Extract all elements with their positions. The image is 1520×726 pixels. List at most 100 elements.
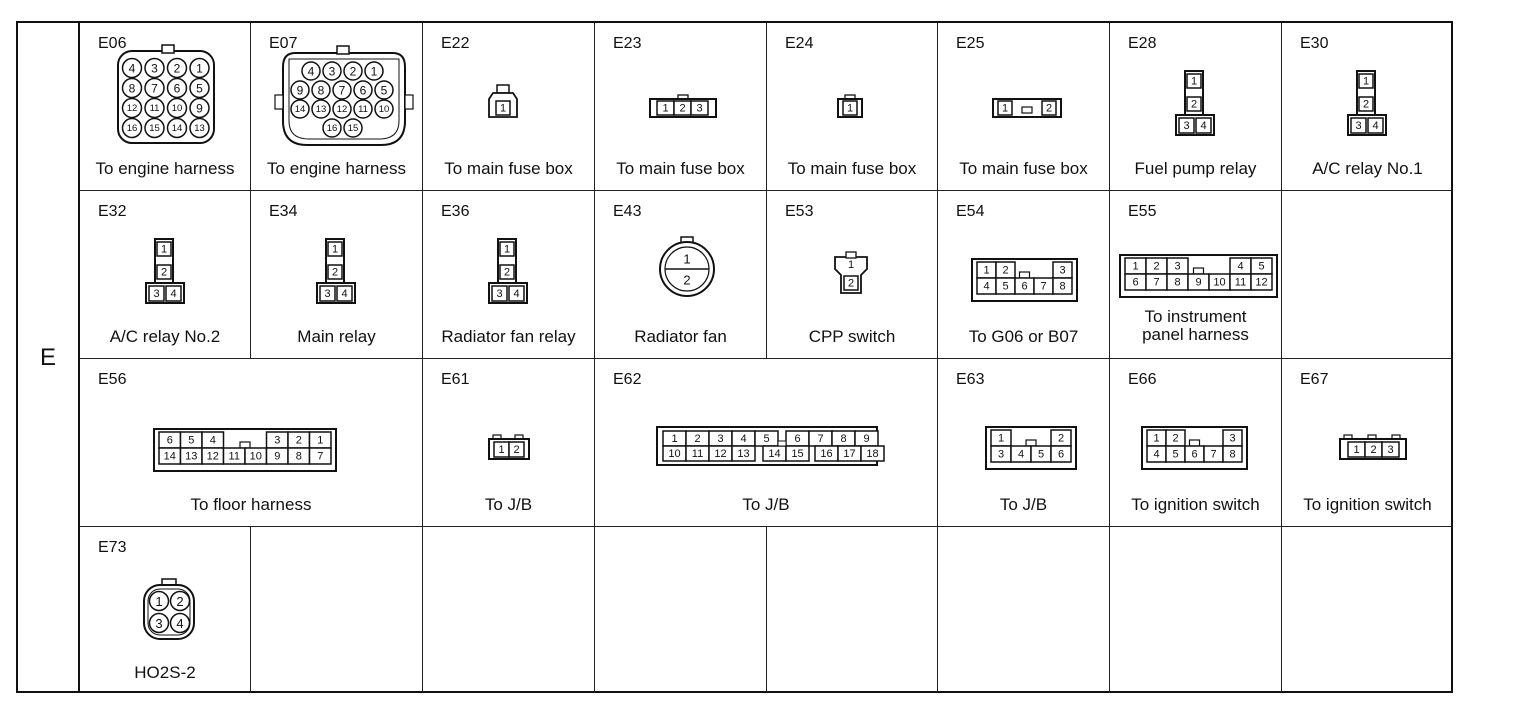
pin-number: 1 <box>332 244 338 256</box>
pin-number: 4 <box>1018 449 1024 461</box>
pin-number: 8 <box>296 451 302 463</box>
pin-cavity <box>189 117 210 139</box>
pin-cavity <box>121 117 143 139</box>
connector-label-line: To instrument <box>1144 307 1247 326</box>
pin-number: 1 <box>371 65 378 79</box>
pin-number: 13 <box>194 123 205 134</box>
pin-number: 10 <box>379 104 390 115</box>
pin-cavity <box>1186 96 1202 112</box>
pin-cavity <box>1178 117 1195 134</box>
pin-number: 5 <box>381 84 388 98</box>
pin-number: 13 <box>185 451 197 463</box>
pin-number: 1 <box>155 594 162 609</box>
pin-number: 11 <box>358 104 368 115</box>
pin-number: 1 <box>500 103 506 115</box>
group-cell: E <box>18 23 80 691</box>
pin-number: 4 <box>341 288 347 300</box>
pin-number: 18 <box>866 448 878 460</box>
pin-cavity <box>374 99 394 119</box>
pin-number: 1 <box>998 433 1004 445</box>
pin-cavity <box>1041 100 1057 116</box>
pin-number: 2 <box>1002 265 1008 277</box>
pin-number: 1 <box>1191 76 1197 88</box>
pin-cavity <box>148 590 170 612</box>
pin-number: 12 <box>207 451 219 463</box>
pin-cavity <box>1357 96 1374 112</box>
pin-number: 4 <box>210 435 216 447</box>
pin-number: 14 <box>768 448 780 460</box>
pin-cavity <box>1052 277 1073 295</box>
pin-number: 9 <box>297 84 304 98</box>
pin-cavity <box>327 241 343 257</box>
pin-number: 2 <box>679 103 685 115</box>
pin-cavity <box>144 77 165 99</box>
connector-code: E53 <box>785 203 814 220</box>
connector-code: E07 <box>269 35 298 52</box>
pin-cavity <box>495 100 511 116</box>
pin-number: 17 <box>843 448 855 460</box>
connector-code: E23 <box>613 35 642 52</box>
pin-number: 3 <box>1355 120 1361 132</box>
connector-code: E34 <box>269 203 298 220</box>
pin-number: 3 <box>324 288 330 300</box>
pin-number: 15 <box>149 123 160 134</box>
pin-number: 2 <box>1153 261 1159 273</box>
pin-cavity <box>1186 73 1202 89</box>
connector-code: E30 <box>1300 35 1329 52</box>
pin-number: 1 <box>504 244 510 256</box>
pin-number: 1 <box>160 244 166 256</box>
pin-number: 3 <box>153 288 159 300</box>
pin-number: 2 <box>1191 99 1197 111</box>
connector-label-line: panel harness <box>1142 325 1249 344</box>
pin-cavity <box>374 80 394 100</box>
empty-cell <box>1282 191 1453 359</box>
pin-number: 8 <box>318 84 325 98</box>
pin-number: 7 <box>1040 281 1046 293</box>
connector-label: To ignition switch <box>1303 495 1432 514</box>
pin-number: 2 <box>296 435 302 447</box>
connector-label: Radiator fan relay <box>441 327 576 346</box>
connector-label: CPP switch <box>808 327 896 346</box>
connector-label: To floor harness <box>190 495 312 514</box>
pin-number: 9 <box>1195 277 1201 289</box>
pin-cavity <box>353 80 373 100</box>
connector-label: A/C relay No.2 <box>109 327 221 346</box>
pin-cavity <box>491 285 508 302</box>
pin-number: 11 <box>692 448 703 460</box>
pin-cavity <box>499 264 515 280</box>
E53-connector: 12 <box>834 251 868 294</box>
connector-code: E63 <box>956 371 985 388</box>
pin-number: 4 <box>1153 449 1159 461</box>
pin-number: 2 <box>350 65 357 79</box>
pin-cavity <box>169 590 191 612</box>
pin-number: 5 <box>1258 261 1264 273</box>
pin-number: 2 <box>504 267 510 279</box>
pin-number: 3 <box>998 449 1004 461</box>
pin-cavity <box>290 99 310 119</box>
connector-code: E66 <box>1128 371 1157 388</box>
pin-number: 3 <box>274 435 280 447</box>
E43-connector: 12 <box>659 236 715 297</box>
pin-cavity <box>690 100 709 116</box>
pin-number: 2 <box>1172 433 1178 445</box>
pin-number: 3 <box>1229 433 1235 445</box>
pin-number: 3 <box>1059 265 1065 277</box>
connector-code: E67 <box>1300 371 1329 388</box>
pin-number: 1 <box>498 444 504 456</box>
pin-number: 3 <box>1174 261 1180 273</box>
